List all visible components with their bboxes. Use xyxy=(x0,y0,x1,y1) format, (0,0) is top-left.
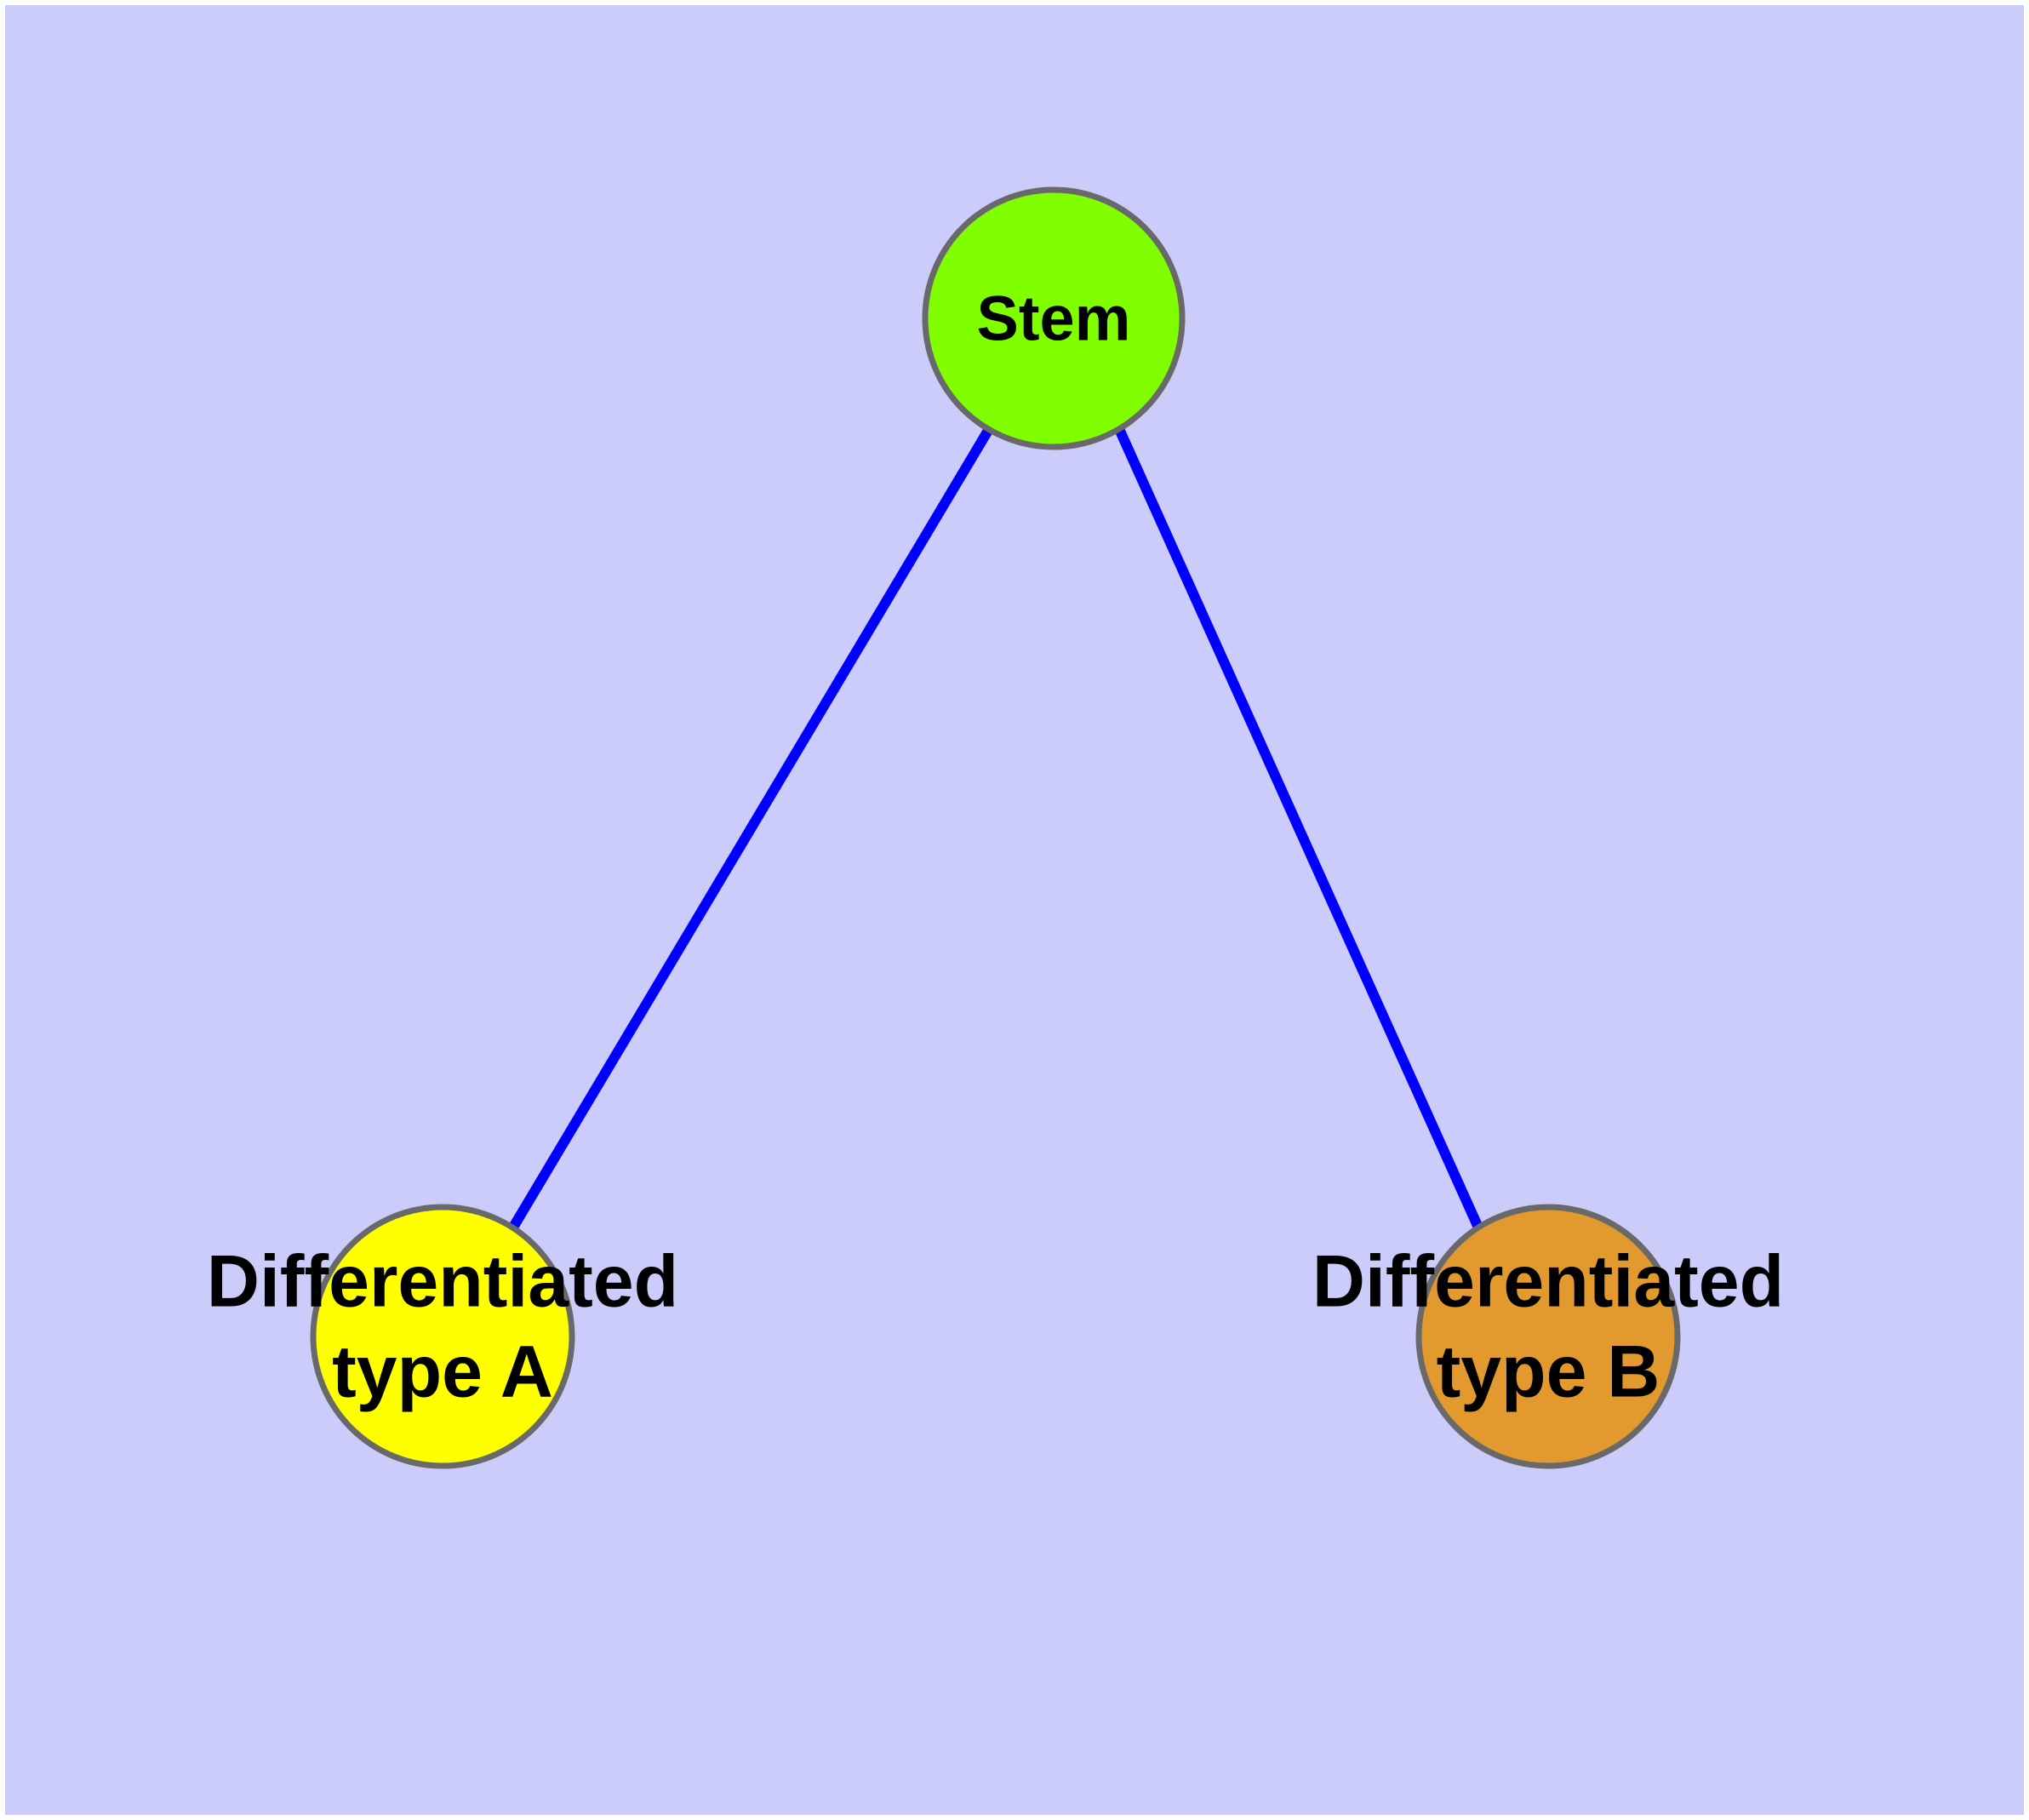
node-differentiated-type-b-circle[interactable] xyxy=(1415,1204,1681,1469)
node-differentiated-type-a-circle[interactable] xyxy=(310,1204,575,1469)
node-stem-label: Stem xyxy=(977,283,1131,354)
node-differentiated-type-b-label-group: Differentiated type B xyxy=(1312,1241,1784,1413)
node-differentiated-type-b-label-line1: Differentiated xyxy=(1312,1241,1784,1323)
node-differentiated-type-b-label-line2: type B xyxy=(1437,1331,1660,1413)
node-stem[interactable]: Stem xyxy=(922,186,1186,450)
node-stem-circle[interactable] xyxy=(922,186,1186,450)
node-layer: Stem Differentiated type A Differentiate… xyxy=(207,186,1784,1469)
node-differentiated-type-a-label-line2: type A xyxy=(332,1331,553,1413)
node-differentiated-type-a-label-line1: Differentiated xyxy=(207,1241,678,1323)
node-differentiated-type-b[interactable] xyxy=(1415,1204,1681,1469)
edge-layer xyxy=(509,426,1483,1230)
node-differentiated-type-a[interactable] xyxy=(310,1204,575,1469)
edge-stem-to-differentiated-type-a[interactable] xyxy=(509,426,994,1229)
node-differentiated-type-a-label-group: Differentiated type A xyxy=(207,1241,678,1413)
edge-stem-to-differentiated-type-b[interactable] xyxy=(1114,426,1483,1230)
